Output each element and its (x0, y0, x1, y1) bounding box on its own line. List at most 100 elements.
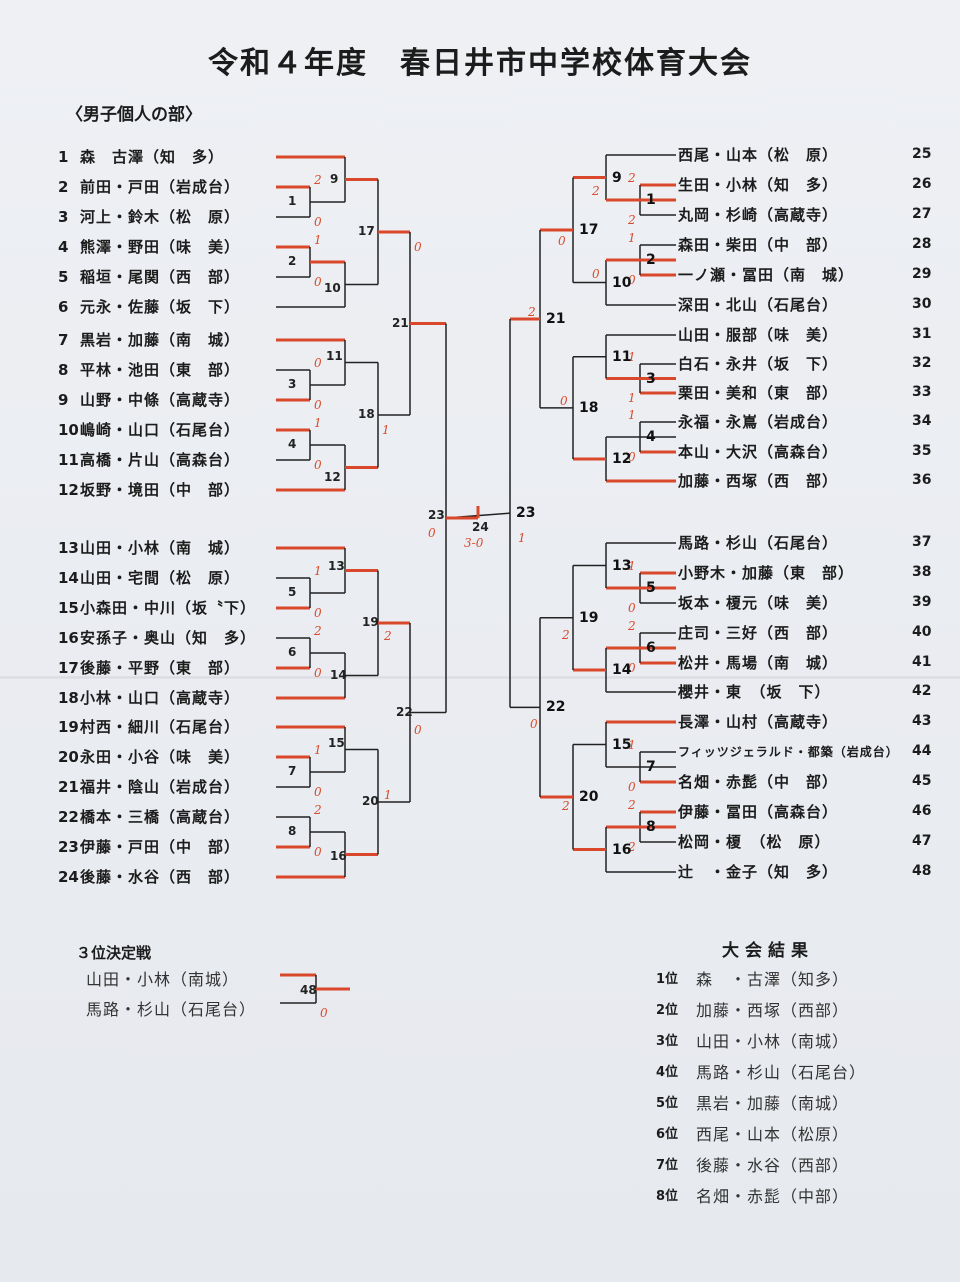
match-number: 16 (330, 848, 347, 863)
player-name: 稲垣・尾関（西 部） (80, 268, 241, 286)
result-rank: 7位 (656, 1158, 679, 1173)
player-number: 7 (58, 331, 69, 349)
match-number: 6 (646, 640, 656, 656)
result-rank: 8位 (656, 1189, 679, 1204)
player-name: 馬路・杉山（石尾台） (678, 534, 839, 552)
match-number: 2 (646, 252, 656, 268)
match-score: 1 (382, 423, 390, 437)
player-number: 42 (912, 683, 932, 699)
match-number: 22 (396, 704, 413, 719)
match-number: 3 (646, 370, 656, 387)
player-number: 26 (912, 176, 932, 192)
player-number: 32 (912, 355, 932, 371)
match-score: 2 (314, 173, 322, 187)
match-number: 12 (324, 469, 341, 484)
player-number: 36 (912, 472, 932, 488)
match-score: 1 (628, 350, 636, 364)
match-number: 21 (392, 315, 409, 330)
match-score: 1 (628, 391, 636, 405)
match-score: 0 (314, 785, 322, 799)
player-name: 黒岩・加藤（南 城） (80, 331, 241, 349)
player-name: 平林・池田（東 部） (80, 361, 241, 379)
match-number: 1 (288, 194, 297, 208)
result-rank: 5位 (656, 1096, 679, 1111)
paper-fold (0, 676, 960, 679)
player-number: 17 (58, 659, 79, 677)
match-number: 5 (646, 580, 656, 596)
match-score: 1 (628, 738, 636, 752)
player-name: 山田・宅間（松 原） (80, 569, 241, 587)
player-name: 永田・小谷（味 美） (80, 748, 241, 766)
match-score: 0 (414, 240, 422, 254)
section-heading: 〈男子個人の部〉 (66, 105, 202, 125)
player-name: 櫻井・東 （坂 下） (678, 683, 831, 701)
match-number: 13 (612, 557, 632, 574)
player-row: 15小森田・中川（坂〝下） (58, 599, 256, 617)
player-name: 安孫子・奥山（知 多） (80, 629, 257, 647)
player-row: 22橋本・三橋（高蔵台） (58, 808, 240, 826)
match-score: 2 (528, 304, 536, 319)
player-number: 44 (912, 743, 932, 759)
player-name: 前田・戸田（岩成台） (80, 178, 241, 196)
result-name: 馬路・杉山（石尾台） (696, 1063, 867, 1082)
third-place-title: ３位決定戦 (76, 944, 152, 962)
match-score: 2 (314, 624, 322, 638)
player-name: 本山・大沢（高森台） (678, 443, 839, 461)
player-row: 17後藤・平野（東 部） (58, 659, 240, 677)
result-name: 西尾・山本（松原） (696, 1125, 850, 1144)
match-number: 18 (579, 399, 599, 416)
player-name: 福井・陰山（岩成台） (80, 778, 241, 796)
result-name: 森 ・古澤（知多） (696, 970, 850, 989)
player-name: フィッツジェラルド・都築（岩成台） (678, 745, 899, 759)
match-score: 0 (428, 526, 436, 540)
player-row: 20永田・小谷（味 美） (58, 748, 240, 766)
player-row: 16安孫子・奥山（知 多） (58, 629, 256, 647)
player-number: 47 (912, 833, 932, 849)
match-number: 13 (328, 558, 345, 573)
final-match-number: 24 (472, 520, 489, 534)
player-number: 3 (58, 208, 69, 226)
player-name: 加藤・西塚（西 部） (678, 472, 839, 490)
player-name: 栗田・美和（東 部） (678, 384, 839, 402)
match-score: 2 (562, 799, 570, 813)
player-number: 35 (912, 443, 932, 459)
player-number: 28 (912, 236, 932, 252)
player-name: 後藤・水谷（西 部） (80, 868, 241, 886)
player-row: 21福井・陰山（岩成台） (58, 778, 240, 796)
player-number: 20 (58, 748, 79, 766)
match-score: 2 (628, 840, 636, 854)
player-name: 長澤・山村（高蔵寺） (678, 713, 839, 731)
player-name: 森 古澤（知 多） (80, 148, 225, 166)
match-score: 0 (560, 393, 568, 408)
match-score: 2 (628, 213, 636, 227)
match-number: 14 (330, 667, 347, 682)
player-name: 小野木・加藤（東 部） (678, 564, 855, 582)
match-number: 20 (579, 789, 599, 805)
match-score: 0 (558, 234, 566, 248)
player-name: 生田・小林（知 多） (678, 176, 839, 194)
match-score: 1 (518, 531, 526, 546)
result-name: 山田・小林（南城） (696, 1032, 850, 1051)
final-score: 3-0 (464, 536, 484, 550)
match-number: 1 (646, 192, 656, 208)
player-number: 9 (58, 391, 69, 409)
player-number: 16 (58, 629, 79, 647)
player-row: 24後藤・水谷（西 部） (58, 868, 240, 886)
player-name: 元永・佐藤（坂 下） (80, 298, 241, 316)
match-number: 19 (362, 615, 379, 629)
match-score: 0 (314, 215, 322, 229)
player-number: 30 (912, 296, 932, 312)
player-row: 13山田・小林（南 城） (58, 539, 240, 557)
match-number: 11 (326, 348, 343, 363)
result-name: 加藤・西塚（西部） (696, 1001, 850, 1020)
match-number: 2 (288, 254, 297, 268)
match-score: 1 (628, 408, 636, 422)
match-number: 14 (612, 662, 632, 678)
result-rank: 4位 (656, 1065, 679, 1080)
